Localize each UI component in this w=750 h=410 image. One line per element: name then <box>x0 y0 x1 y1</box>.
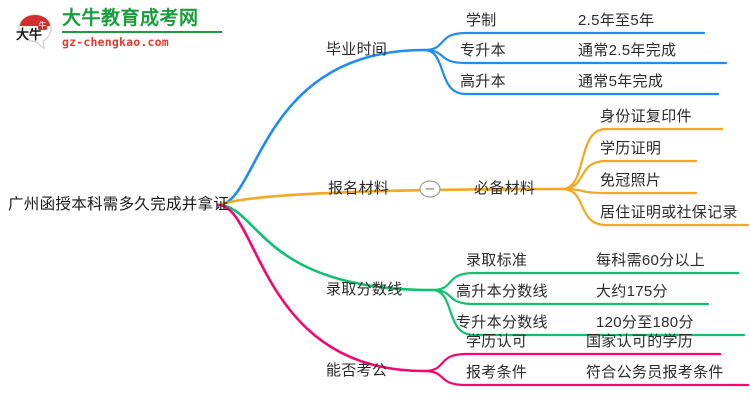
subnode-b4-1[interactable]: 学历认可 <box>466 333 528 350</box>
collapse-toggle-baoming[interactable]: − <box>419 180 441 198</box>
mindmap-edge <box>422 352 468 373</box>
branch-label-2[interactable]: 报名材料 <box>328 180 390 197</box>
branch-label-1[interactable]: 毕业时间 <box>326 41 388 58</box>
leaf-node-bibei-2[interactable]: 学历证明 <box>600 140 662 157</box>
leaf-node-b4-2[interactable]: 符合公务员报考条件 <box>586 364 724 381</box>
brand-title: 大牛教育成考网 <box>62 7 199 29</box>
leaf-node-bibei-1[interactable]: 身份证复印件 <box>600 108 692 125</box>
subnode-b1-1[interactable]: 学制 <box>466 12 497 29</box>
subnode-b4-2[interactable]: 报考条件 <box>466 364 528 381</box>
svg-text:−: − <box>425 182 436 197</box>
branch-label-3[interactable]: 录取分数线 <box>326 281 403 298</box>
brand-divider <box>62 30 222 33</box>
subnode-b3-3[interactable]: 专升本分数线 <box>456 314 548 331</box>
svg-text:牛: 牛 <box>39 20 47 30</box>
leaf-node-b1-3[interactable]: 通常5年完成 <box>578 73 664 90</box>
subnode-b3-2[interactable]: 高升本分数线 <box>456 283 548 300</box>
mindmap-edge <box>560 187 608 227</box>
svg-text:大牛: 大牛 <box>16 27 42 43</box>
leaf-node-b1-2[interactable]: 通常2.5年完成 <box>578 42 677 59</box>
leaf-node-b3-3[interactable]: 120分至180分 <box>596 314 694 331</box>
mindmap-edge <box>216 48 426 207</box>
leaf-node-b4-1[interactable]: 国家认可的学历 <box>586 333 694 350</box>
daniu-bull-logo-icon: 牛 大牛 <box>16 14 52 50</box>
mindmap-edge <box>422 369 468 387</box>
subnode-bibei-cailiao[interactable]: 必备材料 <box>474 180 536 197</box>
leaf-node-b3-2[interactable]: 大约175分 <box>596 283 668 300</box>
branch-label-4[interactable]: 能否考公 <box>326 362 388 379</box>
leaf-node-bibei-3[interactable]: 免冠照片 <box>600 172 662 189</box>
subnode-b1-3[interactable]: 高升本 <box>460 73 506 90</box>
leaf-node-b3-1[interactable]: 每科需60分以上 <box>596 252 706 269</box>
brand-domain: gz-chengkao.com <box>62 34 169 49</box>
mindmap-edge <box>216 203 426 373</box>
brand-text: 大牛教育成考网 gz-chengkao.com <box>62 8 222 49</box>
mindmap-root-node[interactable]: 广州函授本科需多久完成并拿证 <box>8 196 230 213</box>
mindmap-edge <box>422 48 468 96</box>
leaf-node-b1-1[interactable]: 2.5年至5年 <box>578 12 655 29</box>
mindmap-edge <box>430 288 476 337</box>
subnode-b3-1[interactable]: 录取标准 <box>466 252 528 269</box>
leaf-node-bibei-4[interactable]: 居住证明或社保记录 <box>600 204 738 221</box>
mindmap-edge <box>560 127 608 191</box>
brand-logo: 牛 大牛 大牛教育成考网 gz-chengkao.com <box>14 6 224 52</box>
subnode-b1-2[interactable]: 专升本 <box>460 42 506 59</box>
mindmap-edge <box>216 203 434 292</box>
